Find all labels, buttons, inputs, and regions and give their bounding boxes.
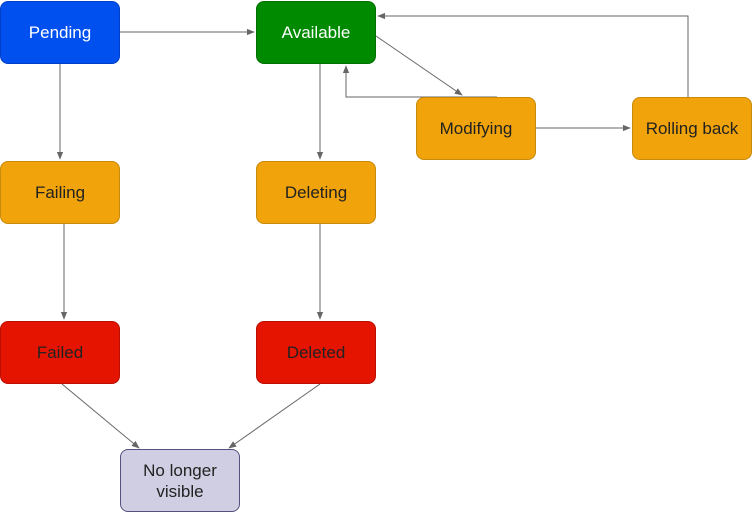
state-available: Available [256,1,376,64]
state-modifying: Modifying [416,97,536,160]
state-failing: Failing [0,161,120,224]
edge-rolling-back-to-available [377,12,689,97]
state-modifying-label: Modifying [439,119,513,138]
state-no-longer-visible-label: No longer visible [143,460,217,501]
edge-modifying-to-available [342,65,497,98]
edge-failed-to-no-longer-visible [61,383,140,449]
state-rolling-back: Rolling back [632,97,752,160]
state-pending-label: Pending [28,23,92,42]
state-deleting: Deleting [256,161,376,224]
state-pending: Pending [0,1,120,64]
state-available-label: Available [281,23,351,42]
edge-available-to-modifying [375,35,463,96]
state-deleting-label: Deleting [284,183,348,202]
state-failing-label: Failing [34,183,86,202]
state-rolling-back-label: Rolling back [645,119,739,138]
state-no-longer-visible: No longer visible [120,449,240,512]
state-failed-label: Failed [36,343,84,362]
state-deleted: Deleted [256,321,376,384]
state-deleted-label: Deleted [286,343,346,362]
edge-deleted-to-no-longer-visible [228,383,321,449]
state-failed: Failed [0,321,120,384]
